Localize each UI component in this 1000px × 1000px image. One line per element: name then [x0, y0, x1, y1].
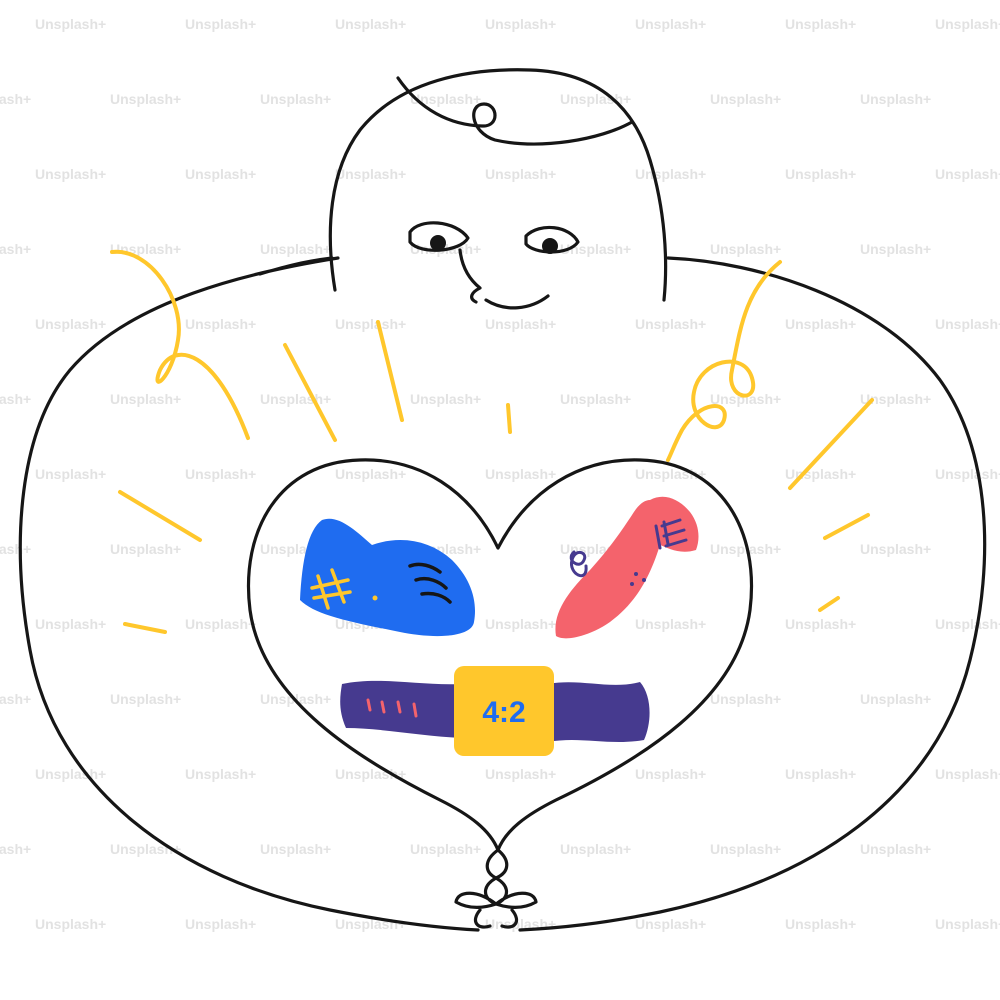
- ray-5: [123, 622, 167, 634]
- smartwatch-icon: 4:2: [340, 666, 650, 756]
- hair-curl: [396, 76, 634, 146]
- body-outline-right: [518, 256, 987, 932]
- body-outline: [18, 256, 480, 932]
- ray-4: [118, 490, 202, 542]
- watch-face: [454, 666, 554, 756]
- watch-strap-right: [548, 682, 650, 742]
- right-eye: [524, 225, 580, 254]
- left-eye: [408, 221, 470, 252]
- watch-strap: [340, 680, 462, 738]
- sock-icon: [555, 496, 699, 639]
- left-pupil: [430, 235, 446, 251]
- right-pupil: [542, 238, 558, 254]
- ray-3: [506, 403, 512, 434]
- hands-knot: [454, 848, 538, 929]
- watch-time: 4:2: [482, 696, 525, 729]
- squiggle-right: [666, 260, 782, 462]
- head-outline: [328, 68, 668, 302]
- ray-7: [823, 513, 870, 540]
- ray-1: [283, 343, 337, 442]
- ray-2: [376, 320, 404, 422]
- nose: [458, 248, 482, 304]
- ray-8: [818, 596, 840, 612]
- ray-6: [788, 398, 874, 490]
- smile: [484, 294, 550, 310]
- squiggle-left: [110, 249, 250, 440]
- sneaker-icon: [300, 518, 476, 637]
